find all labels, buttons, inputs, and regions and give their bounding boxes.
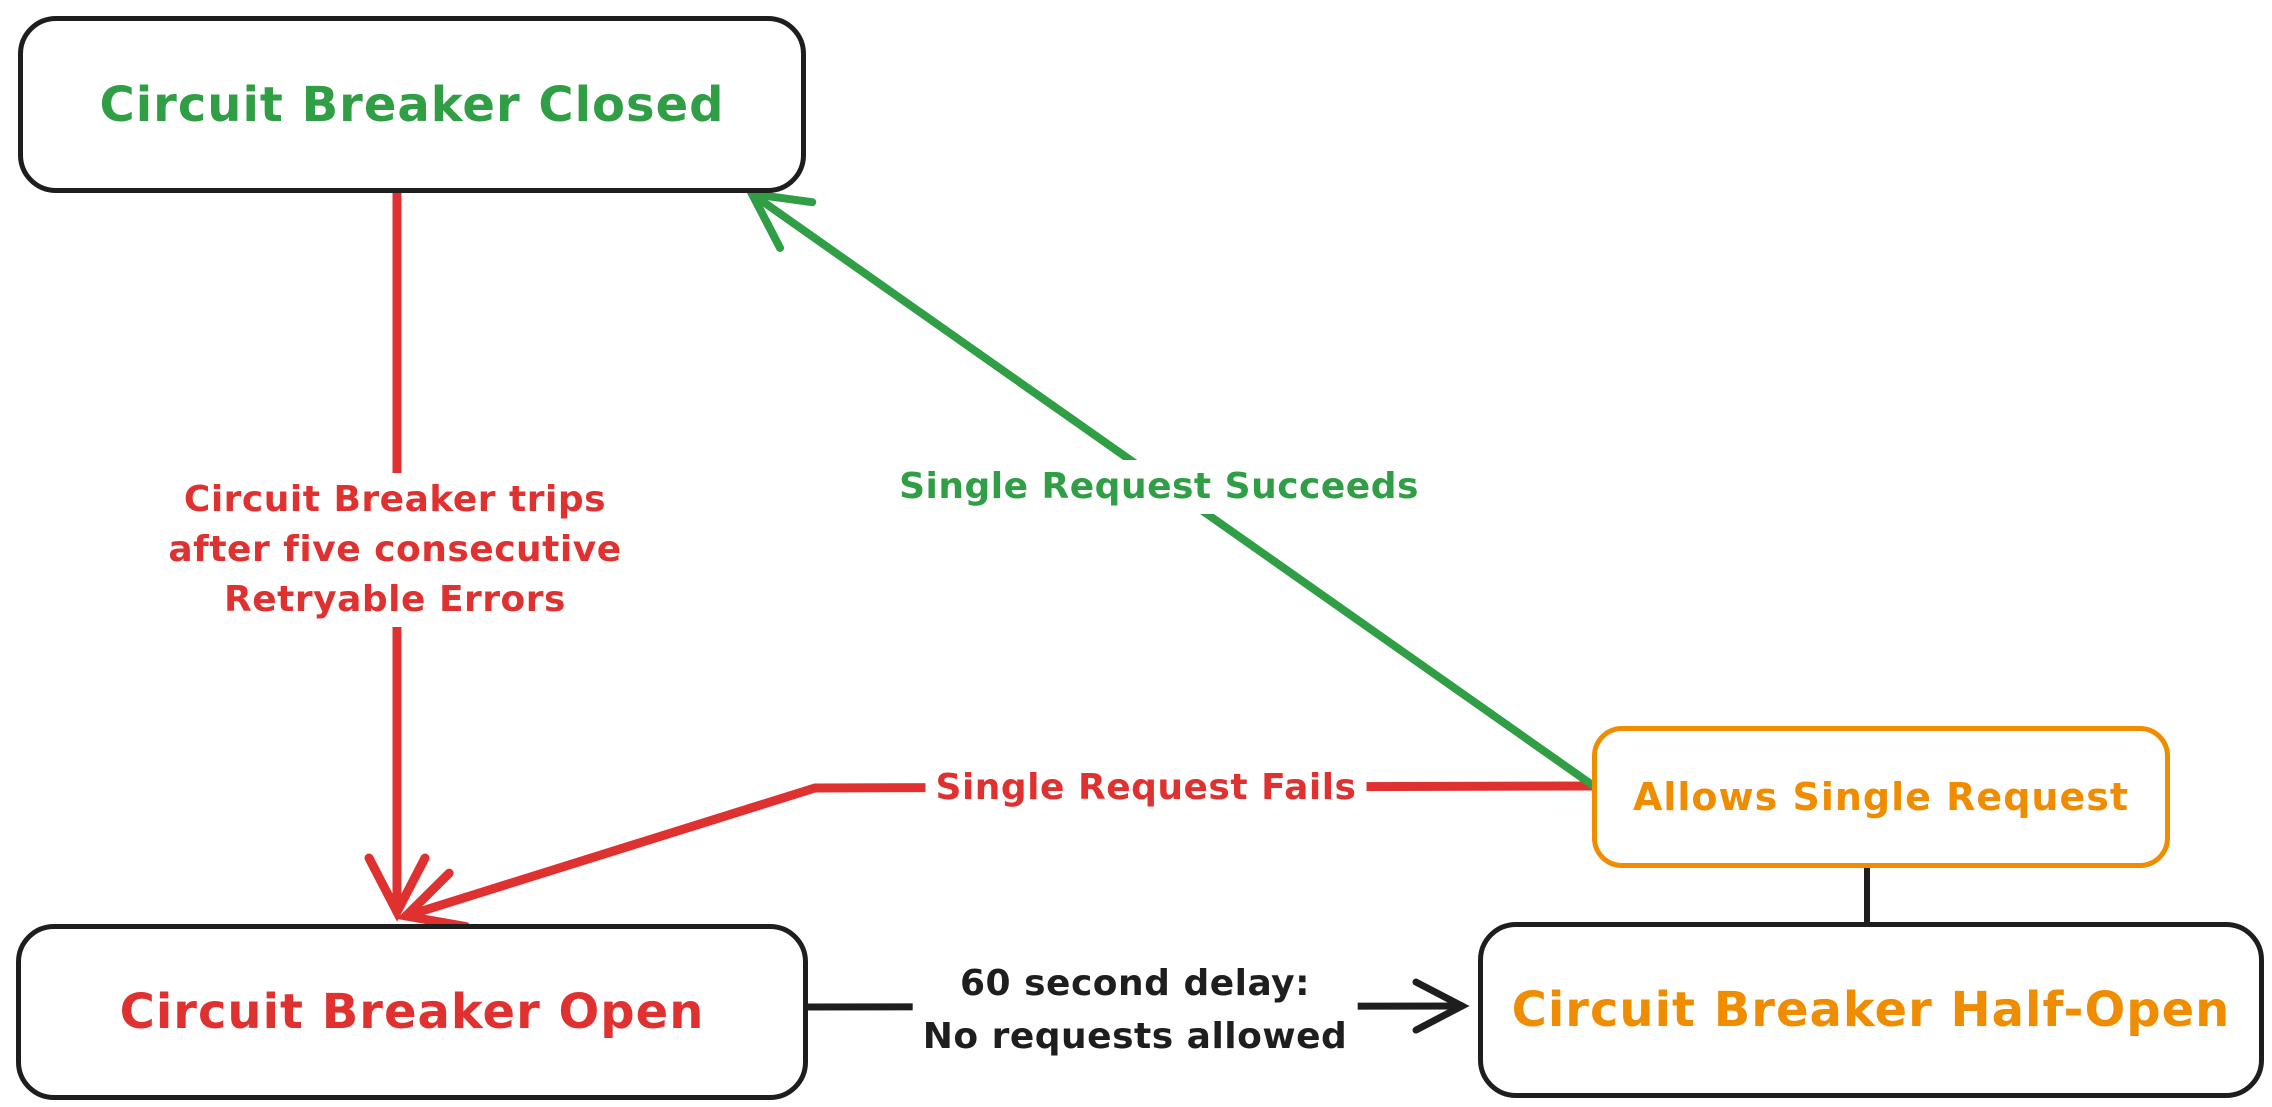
trip-edge-label-line-2: after five consecutive	[168, 529, 622, 570]
trip-edge-label-line-3: Retryable Errors	[224, 579, 566, 620]
node-allows-single-request-label: Allows Single Request	[1632, 775, 2130, 819]
state-node-closed: Circuit Breaker Closed	[18, 16, 806, 193]
state-node-closed-label: Circuit Breaker Closed	[99, 76, 725, 133]
node-allows-single-request: Allows Single Request	[1592, 726, 2170, 868]
state-node-open-label: Circuit Breaker Open	[119, 984, 705, 1040]
trip-edge-label-line-1: Circuit Breaker trips	[183, 479, 607, 520]
state-node-half-open-label: Circuit Breaker Half-Open	[1511, 982, 2231, 1038]
delay-edge-label-line-2: No requests allowed	[922, 1016, 1348, 1057]
trip-edge-label: Circuit Breaker trips after five consecu…	[158, 473, 632, 627]
state-node-half-open: Circuit Breaker Half-Open	[1478, 922, 2264, 1098]
delay-edge-label-line-1: 60 second delay:	[959, 963, 1311, 1004]
delay-edge-label: 60 second delay: No requests allowed	[912, 955, 1358, 1065]
fails-edge-label: Single Request Fails	[925, 761, 1367, 815]
succeeds-edge-label: Single Request Succeeds	[889, 460, 1429, 514]
state-node-open: Circuit Breaker Open	[16, 924, 808, 1100]
